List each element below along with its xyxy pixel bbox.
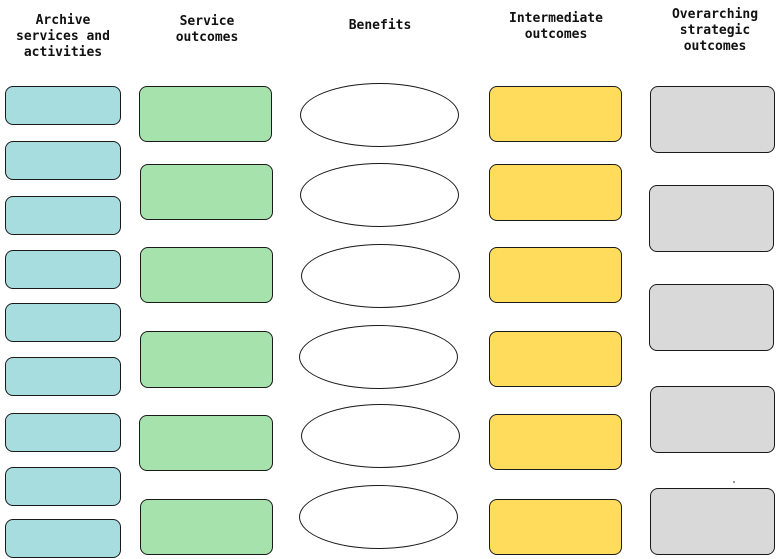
benefit-oval — [299, 325, 458, 389]
header-intermediate-outcomes: Intermediate outcomes — [509, 11, 603, 42]
intermediate-outcome-box — [489, 86, 622, 142]
strategic-outcome-box — [649, 185, 774, 252]
archive-activity-box — [5, 357, 121, 396]
service-outcome-box — [140, 164, 273, 220]
intermediate-outcome-box — [489, 499, 622, 555]
intermediate-outcome-box — [489, 247, 622, 303]
service-outcome-box — [140, 247, 273, 303]
stray-dot — [733, 481, 735, 483]
strategic-outcome-box — [649, 284, 774, 351]
archive-activity-box — [5, 519, 121, 558]
archive-activity-box — [5, 467, 121, 506]
archive-activity-box — [5, 413, 121, 452]
strategic-outcome-box — [650, 86, 775, 153]
archive-activity-box — [5, 141, 121, 180]
service-outcome-box — [139, 86, 272, 142]
service-outcome-box — [140, 331, 273, 388]
benefit-oval — [301, 404, 460, 468]
intermediate-outcome-box — [489, 414, 622, 470]
intermediate-outcome-box — [489, 331, 622, 387]
archive-activity-box — [5, 196, 121, 235]
header-strategic-outcomes: Overarching strategic outcomes — [671, 7, 759, 54]
service-outcome-box — [139, 415, 273, 471]
archive-activity-box — [5, 250, 121, 289]
intermediate-outcome-box — [489, 164, 622, 221]
strategic-outcome-box — [650, 386, 775, 453]
strategic-outcome-box — [650, 488, 775, 555]
benefit-oval — [300, 163, 459, 227]
header-benefits: Benefits — [348, 18, 412, 33]
archive-activity-box — [5, 303, 121, 342]
header-archive-services: Archive services and activities — [16, 13, 110, 60]
benefit-oval — [299, 485, 458, 549]
header-service-outcomes: Service outcomes — [175, 14, 239, 45]
service-outcome-box — [140, 499, 273, 555]
archive-activity-box — [5, 86, 121, 125]
benefit-oval — [301, 244, 460, 308]
benefit-oval — [300, 83, 459, 147]
